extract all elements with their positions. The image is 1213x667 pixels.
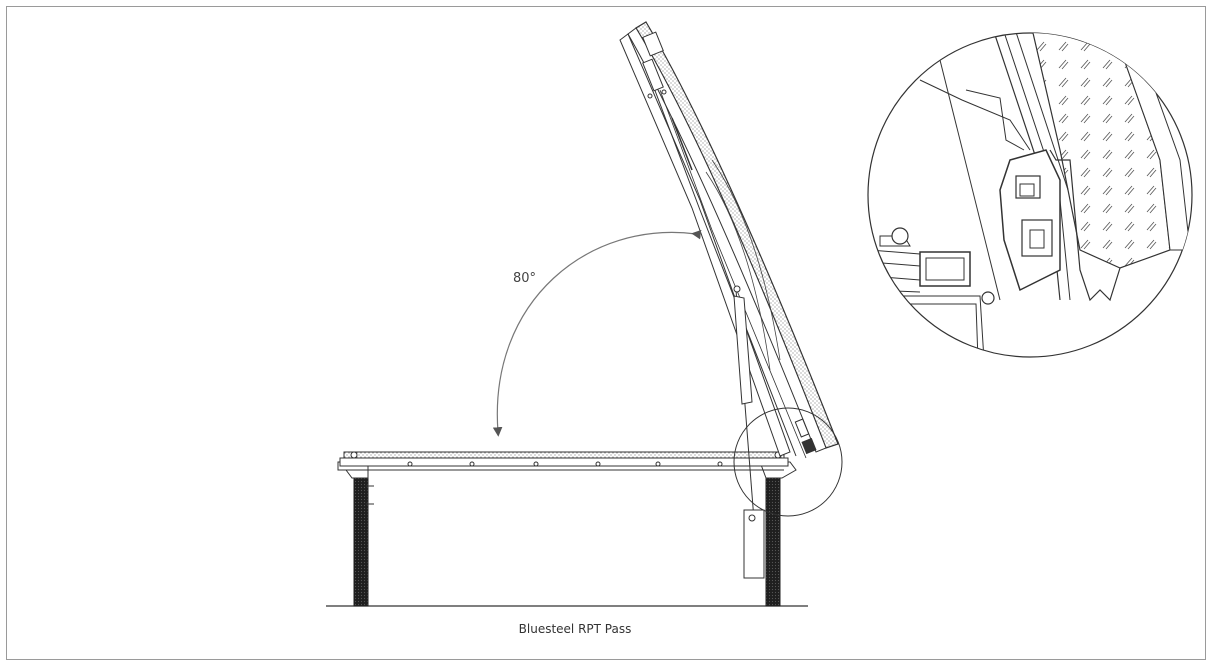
enlarged-detail: [867, 32, 1193, 358]
drawing-caption: Bluesteel RPT Pass: [518, 622, 632, 636]
open-lid: [619, 21, 839, 459]
detail-callout-circle: [733, 407, 843, 517]
left-upstand: [337, 461, 374, 607]
opening-angle-arc: [492, 229, 702, 437]
gas-strut: [733, 285, 765, 579]
curb-frame: [339, 451, 789, 471]
right-upstand: [759, 461, 797, 607]
drawing-frame: [6, 6, 1206, 660]
angle-label: 80°: [513, 271, 536, 286]
